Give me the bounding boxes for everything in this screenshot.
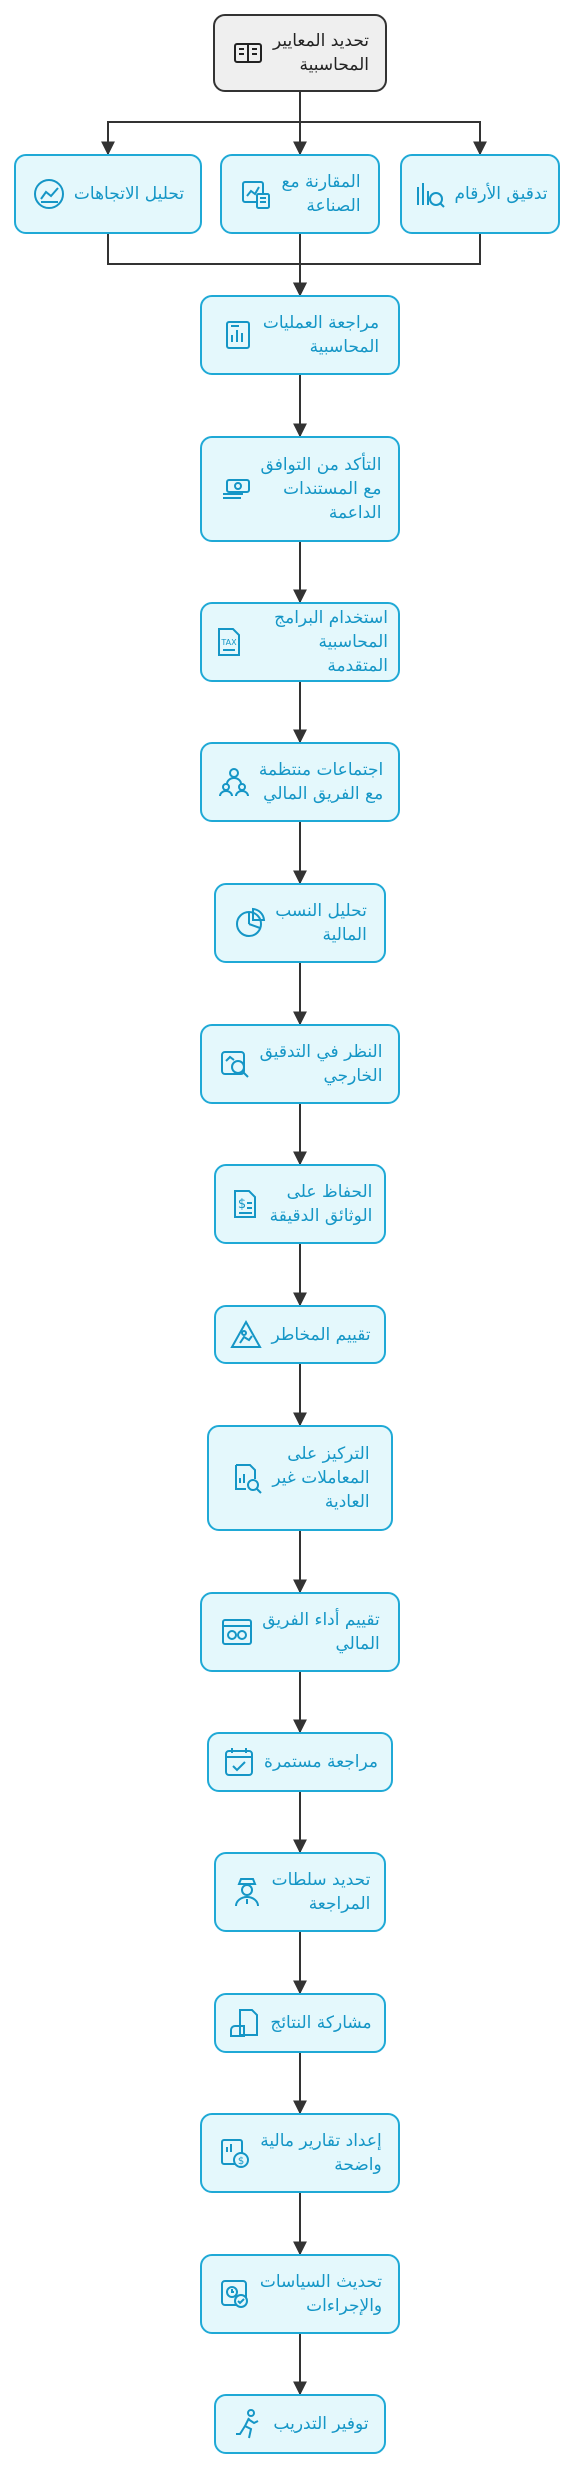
- node-label: استخدام البرامج المحاسبية المتقدمة: [274, 608, 388, 676]
- share-document-icon: [228, 2006, 262, 2040]
- report-dollar-icon: $: [218, 2136, 252, 2170]
- node-team-performance[interactable]: تقييم أداء الفريق المالي: [200, 1592, 400, 1672]
- node-team-meetings[interactable]: اجتماعات منتظمة مع الفريق المالي: [200, 742, 400, 822]
- node-define-accounting-standards[interactable]: تحديد المعايير المحاسبية: [213, 14, 387, 92]
- dollar-document-icon: $: [228, 1187, 262, 1221]
- node-label: مشاركة النتائج: [270, 2013, 372, 2033]
- node-label: تحديد سلطات المراجعة: [271, 1870, 371, 1914]
- running-person-icon: [231, 2407, 265, 2441]
- money-stack-icon: [219, 472, 253, 506]
- node-label: تحليل النسب المالية: [275, 901, 367, 945]
- node-label: التركيز على المعاملات غير العادية: [272, 1444, 370, 1512]
- bar-chart-report-icon: [221, 318, 255, 352]
- node-label: مراجعة مستمرة: [264, 1752, 378, 1772]
- node-financial-ratio-analysis[interactable]: تحليل النسب المالية: [214, 883, 386, 963]
- node-label: تحديث السياسات والإجراءات: [259, 2272, 383, 2316]
- node-analyze-trends[interactable]: تحليل الاتجاهات: [14, 154, 202, 234]
- node-label: تقييم أداء الفريق المالي: [262, 1610, 380, 1654]
- node-clear-financial-reports[interactable]: إعداد تقارير مالية واضحة $: [200, 2113, 400, 2193]
- ledger-book-icon: [231, 36, 265, 70]
- node-advanced-accounting-software[interactable]: استخدام البرامج المحاسبية المتقدمة TAX: [200, 602, 400, 682]
- magnifier-chart-icon: [218, 1047, 252, 1081]
- team-meeting-icon: [217, 765, 251, 799]
- node-label: اجتماعات منتظمة مع الفريق المالي: [258, 760, 384, 804]
- edge-analyze-trends-review: [107, 234, 307, 297]
- node-label: تحليل الاتجاهات: [73, 184, 185, 204]
- line-chart-icon: [32, 177, 66, 211]
- svg-text:$: $: [238, 2156, 244, 2167]
- node-label: النظر في التدقيق الخارجي: [259, 1042, 383, 1086]
- node-audit-authorities[interactable]: تحديد سلطات المراجعة: [214, 1852, 386, 1932]
- node-label: مراجعة العمليات المحاسبية: [262, 313, 380, 357]
- edge-root-audit-numbers: [299, 92, 487, 156]
- officer-icon: [230, 1875, 264, 1909]
- node-unusual-transactions[interactable]: التركيز على المعاملات غير العادية: [207, 1425, 393, 1531]
- node-industry-compare[interactable]: المقارنة مع الصناعة: [220, 154, 380, 234]
- tax-document-icon: TAX: [212, 625, 246, 659]
- node-share-results[interactable]: مشاركة النتائج: [214, 1993, 386, 2053]
- node-label: الحفاظ على الوثائق الدقيقة: [269, 1182, 373, 1226]
- node-label: المقارنة مع الصناعة: [281, 172, 361, 216]
- node-external-audit[interactable]: النظر في التدقيق الخارجي: [200, 1024, 400, 1104]
- node-label: إعداد تقارير مالية واضحة: [260, 2131, 382, 2175]
- bars-search-icon: [413, 177, 447, 211]
- node-audit-numbers[interactable]: تدقيق الأرقام: [400, 154, 560, 234]
- node-verify-supporting-documents[interactable]: التأكد من التوافق مع المستندات الداعمة: [200, 436, 400, 542]
- calendar-check-icon: [222, 1745, 256, 1779]
- node-review-accounting-operations[interactable]: مراجعة العمليات المحاسبية: [200, 295, 400, 375]
- node-label: تقييم المخاطر: [271, 1324, 371, 1345]
- node-label: التأكد من التوافق مع المستندات الداعمة: [260, 455, 382, 523]
- svg-text:$: $: [238, 1197, 246, 1212]
- node-keep-accurate-records[interactable]: الحفاظ على الوثائق الدقيقة $: [214, 1164, 386, 1244]
- svg-text:TAX: TAX: [220, 638, 237, 647]
- pie-chart-icon: [233, 906, 267, 940]
- performance-board-icon: [220, 1615, 254, 1649]
- policy-update-icon: [218, 2277, 252, 2311]
- node-continuous-review[interactable]: مراجعة مستمرة: [207, 1732, 393, 1792]
- node-risk-assessment[interactable]: تقييم المخاطر: [214, 1305, 386, 1364]
- node-provide-training[interactable]: توفير التدريب: [214, 2394, 386, 2454]
- node-label: تحديد المعايير المحاسبية: [272, 31, 370, 75]
- document-search-icon: [230, 1461, 264, 1495]
- edge-audit-numbers-review: [293, 234, 481, 297]
- chart-calculator-icon: [239, 177, 273, 211]
- node-label: تدقيق الأرقام: [454, 184, 548, 204]
- warning-triangle-icon: [229, 1318, 263, 1352]
- edge-root-analyze-trends: [101, 92, 301, 156]
- node-label: توفير التدريب: [273, 2414, 369, 2434]
- node-update-policies[interactable]: تحديث السياسات والإجراءات: [200, 2254, 400, 2334]
